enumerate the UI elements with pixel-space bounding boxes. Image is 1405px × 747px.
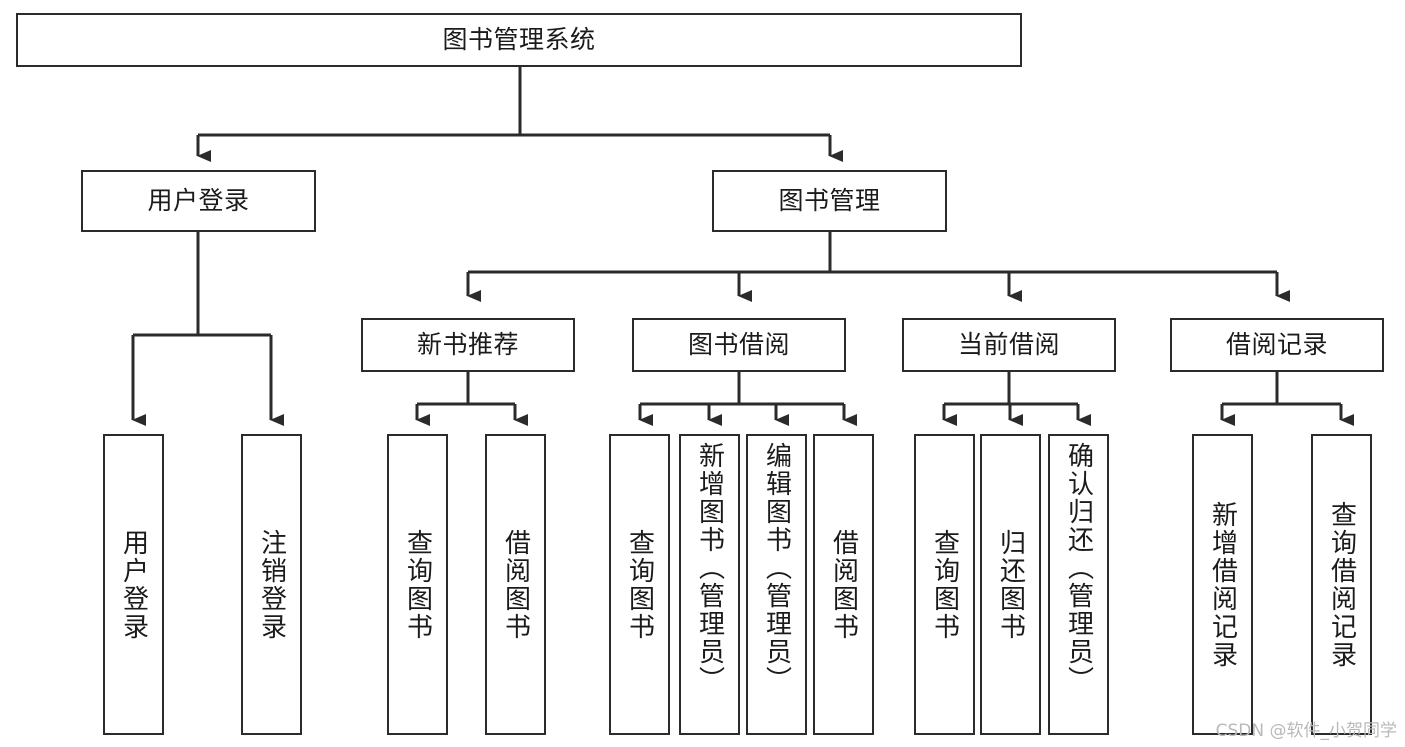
node-leaf-logout-login[interactable]: 注销登录	[241, 434, 302, 735]
node-leaf-user-login[interactable]: 用户登录	[103, 434, 164, 735]
node-user-login[interactable]: 用户登录	[81, 170, 316, 232]
node-leaf-add-record[interactable]: 新增借阅记录	[1192, 434, 1253, 735]
node-label: 查询借阅记录	[1326, 500, 1357, 669]
node-leaf-confirm-return[interactable]: 确认归还（管理员）	[1048, 434, 1109, 735]
node-leaf-borrow-book-1[interactable]: 借阅图书	[485, 434, 546, 735]
node-book-manage[interactable]: 图书管理	[712, 170, 947, 232]
node-label: 图书管理	[778, 186, 881, 216]
node-label: 查询图书	[929, 528, 960, 641]
node-current-borrow[interactable]: 当前借阅	[902, 318, 1116, 372]
node-new-book-recommend[interactable]: 新书推荐	[361, 318, 575, 372]
node-label: 借阅图书	[500, 528, 531, 641]
node-label: 借阅记录	[1225, 330, 1328, 360]
csdn-watermark: CSDN @软件_小贺同学	[1215, 721, 1397, 741]
node-label: 编辑图书（管理员）	[761, 442, 792, 694]
node-book-borrow[interactable]: 图书借阅	[632, 318, 846, 372]
node-label: 新书推荐	[416, 330, 519, 360]
node-leaf-query-book-3[interactable]: 查询图书	[914, 434, 975, 735]
node-label: 新增图书（管理员）	[694, 442, 725, 694]
node-label: 借阅图书	[828, 528, 859, 641]
node-leaf-add-book[interactable]: 新增图书（管理员）	[679, 434, 740, 735]
node-label: 新增借阅记录	[1207, 500, 1238, 669]
node-borrow-record[interactable]: 借阅记录	[1170, 318, 1384, 372]
node-label: 图书管理系统	[442, 25, 596, 55]
node-label: 查询图书	[624, 528, 655, 641]
node-label: 图书借阅	[687, 330, 790, 360]
node-label: 当前借阅	[957, 330, 1060, 360]
node-label: 用户登录	[147, 186, 250, 216]
node-label: 查询图书	[402, 528, 433, 641]
node-leaf-query-book-2[interactable]: 查询图书	[609, 434, 670, 735]
node-label: 确认归还（管理员）	[1063, 442, 1094, 694]
node-leaf-borrow-book-2[interactable]: 借阅图书	[813, 434, 874, 735]
node-leaf-query-book-1[interactable]: 查询图书	[387, 434, 448, 735]
node-label: 归还图书	[995, 528, 1026, 641]
node-leaf-return-book[interactable]: 归还图书	[980, 434, 1041, 735]
node-leaf-edit-book[interactable]: 编辑图书（管理员）	[746, 434, 807, 735]
node-label: 用户登录	[118, 528, 149, 641]
node-leaf-query-record[interactable]: 查询借阅记录	[1311, 434, 1372, 735]
node-label: 注销登录	[256, 528, 287, 641]
node-root-system[interactable]: 图书管理系统	[16, 13, 1022, 67]
